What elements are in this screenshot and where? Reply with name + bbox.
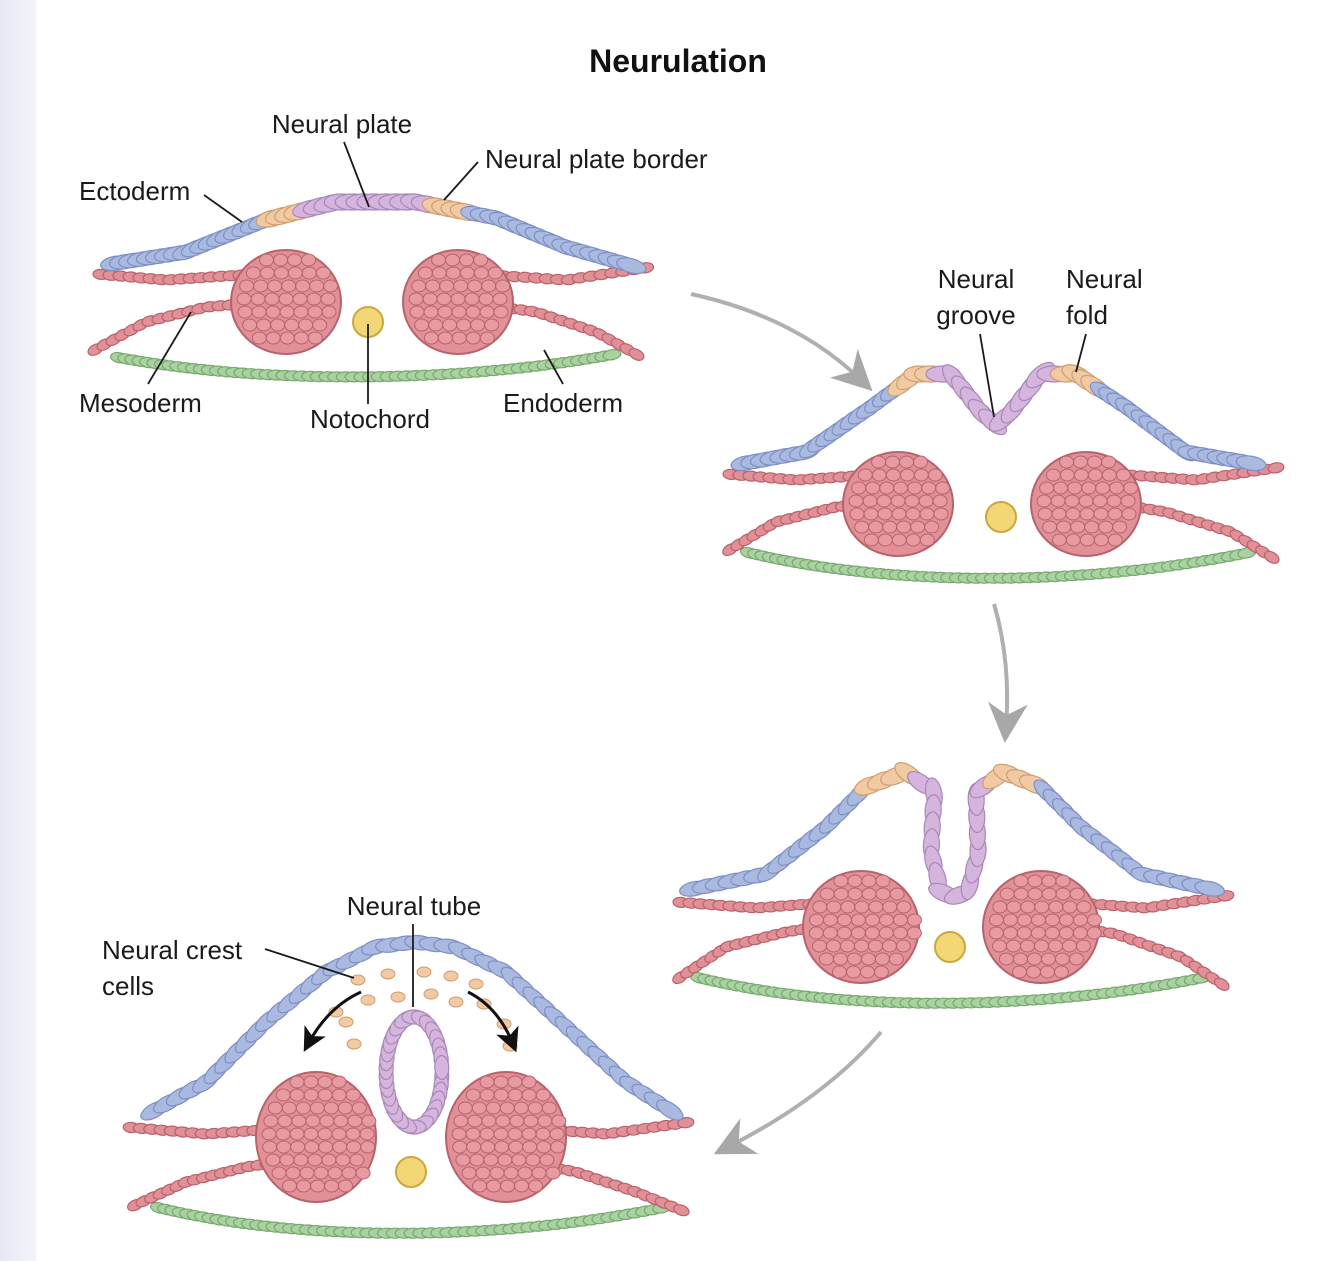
neural-crest-cells (328, 966, 518, 1052)
diagram-title: Neurulation (589, 43, 767, 79)
label-endoderm: Endoderm (503, 388, 623, 418)
label-neural-fold-line1: Neural (1066, 264, 1143, 294)
labels: Neural plate Neural plate border Ectoder… (79, 109, 1143, 1001)
label-neural-groove-line1: Neural (938, 264, 1015, 294)
leader-neural-groove (979, 333, 995, 418)
stage-4-neural-tube (122, 934, 695, 1239)
stage-arrows (690, 292, 1028, 1155)
stage-arrow-3-to-4 (713, 1030, 883, 1155)
crest-migration-arrow-left (303, 990, 362, 1052)
label-neural-plate-border: Neural plate border (485, 144, 708, 174)
stage-1-neural-plate (87, 193, 655, 383)
leader-neural-plate-border (443, 161, 479, 201)
label-neural-tube: Neural tube (347, 891, 481, 921)
leader-endoderm (543, 349, 564, 385)
label-neural-crest-line1: Neural crest (102, 935, 243, 965)
diagram-canvas: Neurulation Neural plate Neural plate bo… (36, 12, 1320, 1261)
label-notochord: Notochord (310, 404, 430, 434)
leader-mesoderm (147, 311, 192, 385)
notochord (934, 931, 966, 963)
stage-arrow-1-to-2 (690, 292, 873, 392)
stage-2-neural-groove (722, 361, 1285, 584)
leader-neural-fold (1075, 333, 1087, 373)
notochord (985, 501, 1017, 533)
notochord (395, 1156, 427, 1188)
label-ectoderm: Ectoderm (79, 176, 190, 206)
label-neural-groove-line2: groove (936, 300, 1016, 330)
neurulation-diagram: Neurulation Neural plate Neural plate bo… (79, 43, 1285, 1239)
stage-arrow-2-to-3 (987, 603, 1028, 743)
crest-migration-arrow-right (467, 990, 519, 1053)
label-neural-plate: Neural plate (272, 109, 412, 139)
label-neural-crest-line2: cells (102, 971, 154, 1001)
leader-ectoderm (203, 194, 243, 223)
leader-neural-plate (343, 141, 370, 208)
label-mesoderm: Mesoderm (79, 388, 202, 418)
stage-3-neural-fold (672, 762, 1235, 1009)
tissue-layers (87, 193, 1285, 1239)
label-neural-fold-line2: fold (1066, 300, 1108, 330)
leader-neural-crest (264, 948, 355, 979)
leader-lines (147, 141, 1087, 1007)
